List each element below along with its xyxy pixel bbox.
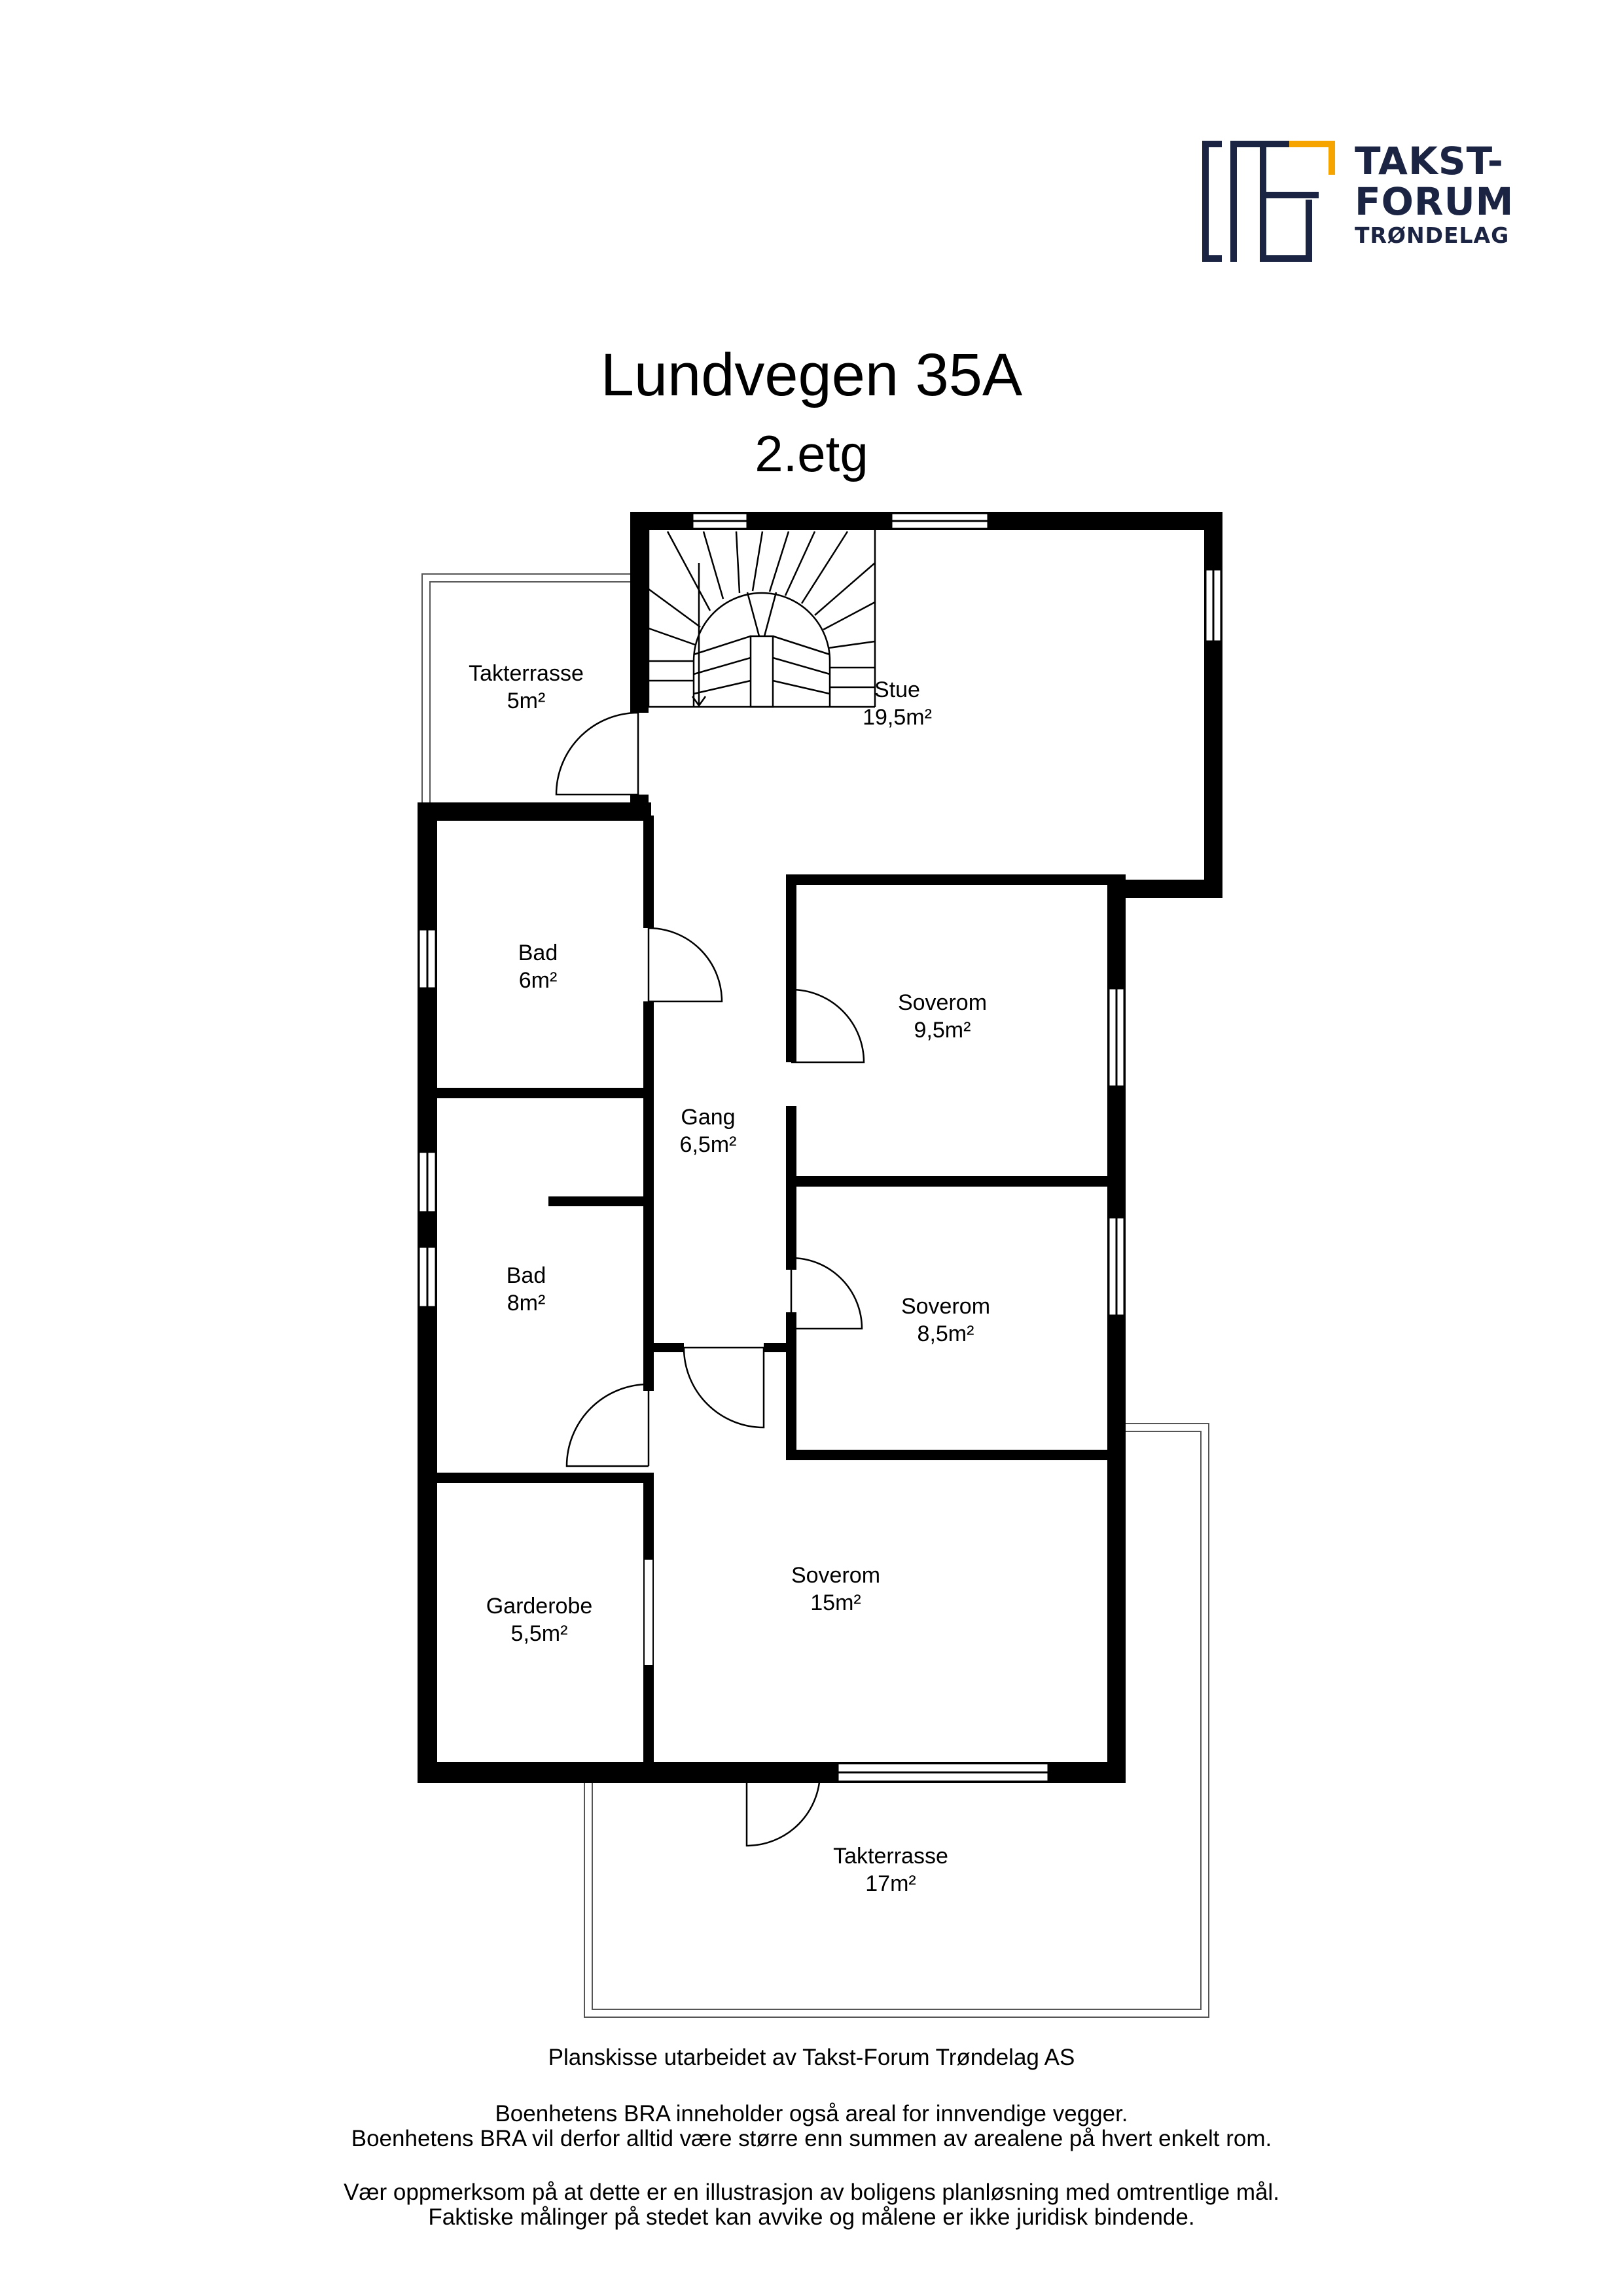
room-name: Takterrasse	[469, 661, 584, 686]
room-area: 19,5m²	[863, 705, 932, 730]
stair-direction-arrow-icon	[691, 563, 707, 708]
room-name: Soverom	[898, 990, 987, 1015]
logo-line-1: TAKST-	[1355, 139, 1504, 183]
room-bad-1: Bad 6m²	[518, 941, 558, 993]
room-name: Garderobe	[486, 1594, 593, 1619]
doors	[555, 711, 865, 1847]
room-area: 15m²	[810, 1590, 861, 1615]
room-area: 8m²	[507, 1291, 546, 1316]
bra-note-2: Boenhetens BRA vil derfor alltid være st…	[351, 2126, 1272, 2151]
interior-walls	[437, 816, 1126, 1783]
room-soverom-3: Soverom 15m²	[791, 1563, 880, 1615]
disclaimer-1: Vær oppmerksom på at dette er en illustr…	[344, 2179, 1279, 2205]
terrace-outlines	[421, 573, 1209, 2018]
room-area: 5,5m²	[511, 1621, 568, 1646]
floor-label: 2.etg	[755, 425, 868, 482]
door-soverom-2	[790, 1257, 863, 1330]
room-soverom-1: Soverom 9,5m²	[898, 990, 987, 1043]
door-terrace-top	[555, 711, 639, 796]
takst-forum-logo	[1202, 141, 1335, 262]
room-name: Soverom	[791, 1563, 880, 1588]
sliding-door	[643, 1558, 654, 1666]
room-garderobe: Garderobe 5,5m²	[486, 1594, 593, 1646]
room-area: 5m²	[507, 689, 546, 713]
room-name: Takterrasse	[833, 1844, 948, 1869]
logo-line-3: TRØNDELAG	[1355, 223, 1510, 248]
room-gang: Gang 6,5m²	[680, 1105, 737, 1157]
room-area: 6,5m²	[680, 1132, 737, 1157]
room-name: Bad	[507, 1263, 546, 1288]
door-soverom-3-from-gang	[683, 1346, 765, 1429]
room-area: 9,5m²	[914, 1018, 971, 1043]
windows	[418, 512, 1222, 1783]
credit-line: Planskisse utarbeidet av Takst-Forum Trø…	[548, 2045, 1075, 2070]
room-name: Soverom	[901, 1294, 990, 1319]
logo-mark-icon	[1202, 141, 1335, 262]
logo-wordmark: TAKST- FORUM TRØNDELAG	[1355, 141, 1514, 249]
staircase	[647, 530, 876, 708]
room-bad-2: Bad 8m²	[507, 1263, 546, 1316]
bra-note-1: Boenhetens BRA inneholder også areal for…	[495, 2101, 1128, 2126]
room-soverom-2: Soverom 8,5m²	[901, 1294, 990, 1346]
room-name: Bad	[518, 941, 558, 965]
door-soverom-1	[790, 988, 865, 1064]
door-bad-1	[647, 927, 723, 1003]
logo-line-2: FORUM	[1355, 179, 1514, 224]
property-title: Lundvegen 35A	[600, 342, 1023, 408]
room-name: Stue	[874, 677, 920, 702]
door-bad-2	[565, 1383, 650, 1467]
room-takterrasse-top: Takterrasse 5m²	[469, 661, 584, 713]
room-takterrasse-bottom: Takterrasse 17m²	[833, 1844, 948, 1896]
door-terrace-bottom	[745, 1771, 821, 1847]
room-name: Gang	[681, 1105, 735, 1130]
disclaimer-2: Faktiske målinger på stedet kan avvike o…	[428, 2204, 1195, 2230]
room-labels: Takterrasse 5m² Stue 19,5m² Bad 6m² Sove…	[469, 661, 990, 1896]
room-stue: Stue 19,5m²	[863, 677, 932, 730]
room-area: 8,5m²	[918, 1321, 974, 1346]
room-area: 17m²	[865, 1871, 916, 1896]
room-area: 6m²	[519, 968, 558, 993]
